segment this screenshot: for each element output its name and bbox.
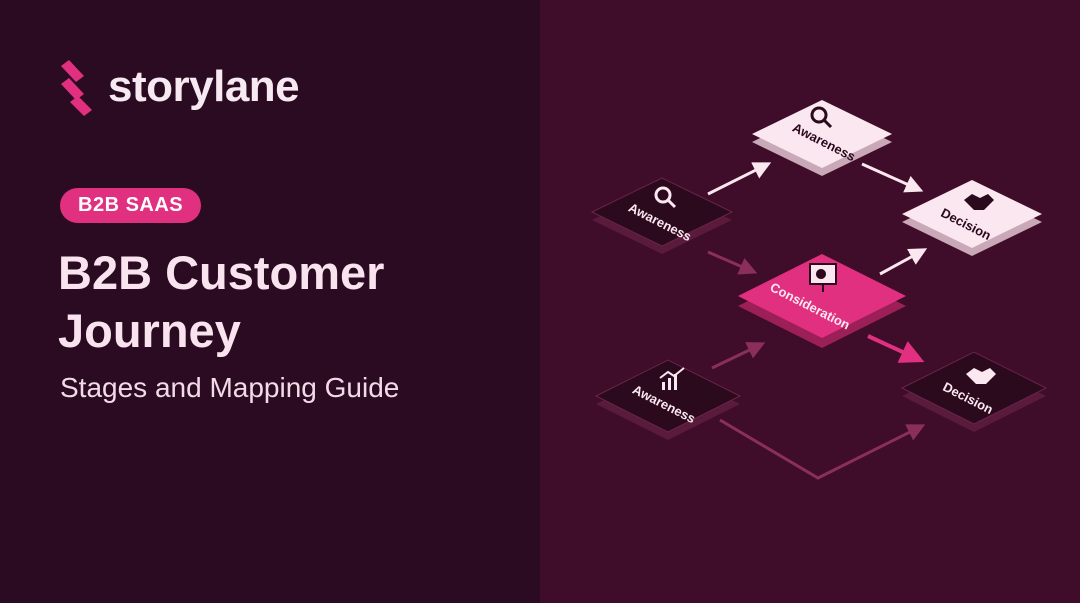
title-line-1: B2B Customer — [58, 246, 385, 299]
left-panel — [0, 0, 540, 603]
title-line-2: Journey — [58, 304, 241, 357]
node-consideration: Consideration — [738, 254, 906, 348]
node-decision-top: Decision — [902, 180, 1042, 256]
page-title: B2B Customer Journey — [58, 244, 518, 360]
page-subtitle: Stages and Mapping Guide — [60, 372, 400, 403]
arrow-consideration-to-decision-top — [879, 248, 928, 276]
category-badge: B2B SAAS — [60, 188, 202, 223]
node-decision-bottom: Decision — [900, 351, 1048, 432]
brand-logo: storylane — [58, 58, 300, 116]
handshake-icon — [964, 194, 994, 210]
magnifier-icon — [810, 106, 833, 129]
node-awareness-left: Awareness — [590, 177, 734, 254]
storylane-logo-icon — [61, 60, 92, 116]
growth-chart-icon — [659, 367, 685, 390]
arrow-awareness-left-to-top — [707, 162, 772, 196]
arrow-consideration-to-decision-bottom — [867, 334, 925, 363]
magnifier-icon — [654, 186, 677, 209]
arrow-awareness-left-to-consideration — [707, 250, 758, 275]
journey-diagram: Awareness Awareness Decision — [590, 100, 1048, 480]
node-awareness-bottom: Awareness — [594, 359, 742, 440]
arrow-awareness-top-to-decision — [861, 162, 924, 193]
arrow-awareness-bottom-to-decision-bottom — [719, 418, 926, 480]
node-awareness-top: Awareness — [752, 100, 892, 176]
arrow-awareness-bottom-to-consideration — [711, 342, 766, 370]
presentation-chart-icon — [809, 263, 837, 292]
brand-name: storylane — [108, 62, 300, 111]
handshake-icon — [966, 368, 996, 384]
